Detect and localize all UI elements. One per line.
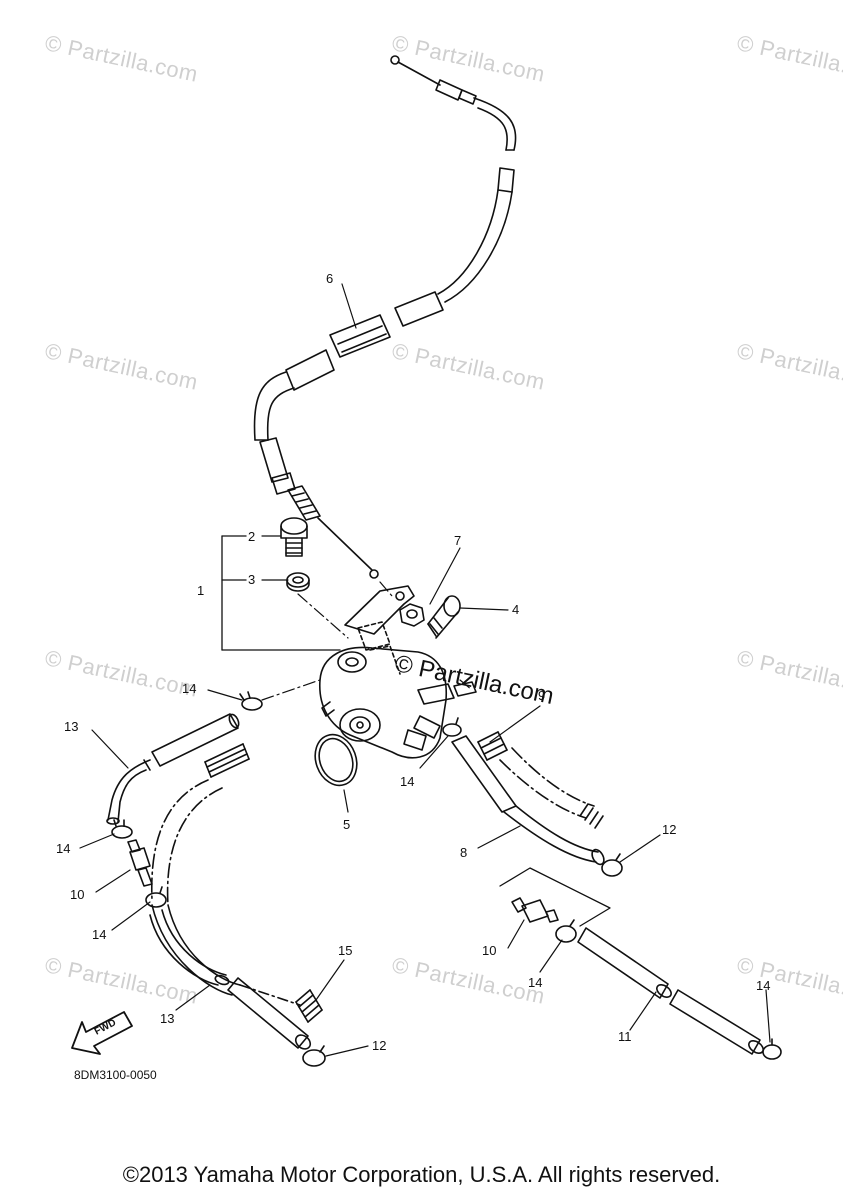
leader-lines xyxy=(79,283,771,1057)
callout-2: 2 xyxy=(248,529,256,544)
hose-part-9-dashed xyxy=(499,747,595,819)
callout-9: 9 xyxy=(538,688,546,703)
callout-4: 4 xyxy=(512,602,520,617)
hose-clamp xyxy=(762,1038,782,1060)
washer-part-3 xyxy=(286,572,310,592)
bolt-part-2 xyxy=(280,517,308,557)
callout-8: 8 xyxy=(460,845,468,860)
spring-part-9-end xyxy=(579,803,604,829)
copyright-notice: ©2013 Yamaha Motor Corporation, U.S.A. A… xyxy=(122,1162,721,1187)
callout-14c: 14 xyxy=(56,841,71,856)
hose-clamp-part-12-right xyxy=(601,853,623,877)
callout-14e: 14 xyxy=(528,975,543,990)
callout-14b: 14 xyxy=(400,774,415,789)
callout-14a: 14 xyxy=(182,681,197,696)
hose-clamp xyxy=(111,819,133,839)
forward-arrow-icon xyxy=(71,1011,133,1055)
callout-5: 5 xyxy=(343,817,351,832)
hose-part-11 xyxy=(577,927,764,1055)
hose-part-8 xyxy=(451,735,605,866)
hose-clamp xyxy=(442,717,462,737)
hose-clamp-part-12 xyxy=(302,1045,326,1067)
callout-12b: 12 xyxy=(372,1038,387,1053)
spring-part-9 xyxy=(477,731,508,761)
spring-part-15-upper xyxy=(204,743,250,778)
bolt-part-4 xyxy=(427,595,461,639)
hose-part-13-lower xyxy=(149,909,230,986)
spring-part-15 xyxy=(295,989,323,1023)
oil-pump-assembly xyxy=(319,585,477,759)
hose-clamp xyxy=(145,886,167,908)
callout-14f: 14 xyxy=(756,978,771,993)
callout-11: 11 xyxy=(618,1029,632,1044)
hose-straight-pair xyxy=(151,713,240,767)
callout-7: 7 xyxy=(454,533,462,548)
hose-long-left xyxy=(150,779,241,996)
callout-6: 6 xyxy=(326,271,334,286)
callout-13a: 13 xyxy=(64,719,79,734)
alignment-lines xyxy=(261,581,473,701)
callout-13b: 13 xyxy=(160,1011,175,1026)
hose-clamp xyxy=(239,691,263,711)
throttle-cable xyxy=(253,55,517,579)
o-ring-part-5 xyxy=(314,733,358,787)
joint-part-10-right xyxy=(511,897,559,923)
callout-15: 15 xyxy=(338,943,353,958)
callout-14d: 14 xyxy=(92,927,107,942)
hose-lower-left-straight xyxy=(227,977,312,1050)
callout-3: 3 xyxy=(248,572,256,587)
assembly-bracket-part-1 xyxy=(221,535,341,651)
diagram-part-code: 8DM3100-0050 xyxy=(74,1068,157,1082)
hose-clamp xyxy=(555,919,577,943)
callout-10a: 10 xyxy=(70,887,85,902)
nut-part-7 xyxy=(399,603,425,627)
callout-10b: 10 xyxy=(482,943,497,958)
joint-part-10-left xyxy=(127,839,153,887)
callout-12a: 12 xyxy=(662,822,677,837)
hose-part-13-upper xyxy=(106,759,151,825)
callout-1: 1 xyxy=(197,583,205,598)
